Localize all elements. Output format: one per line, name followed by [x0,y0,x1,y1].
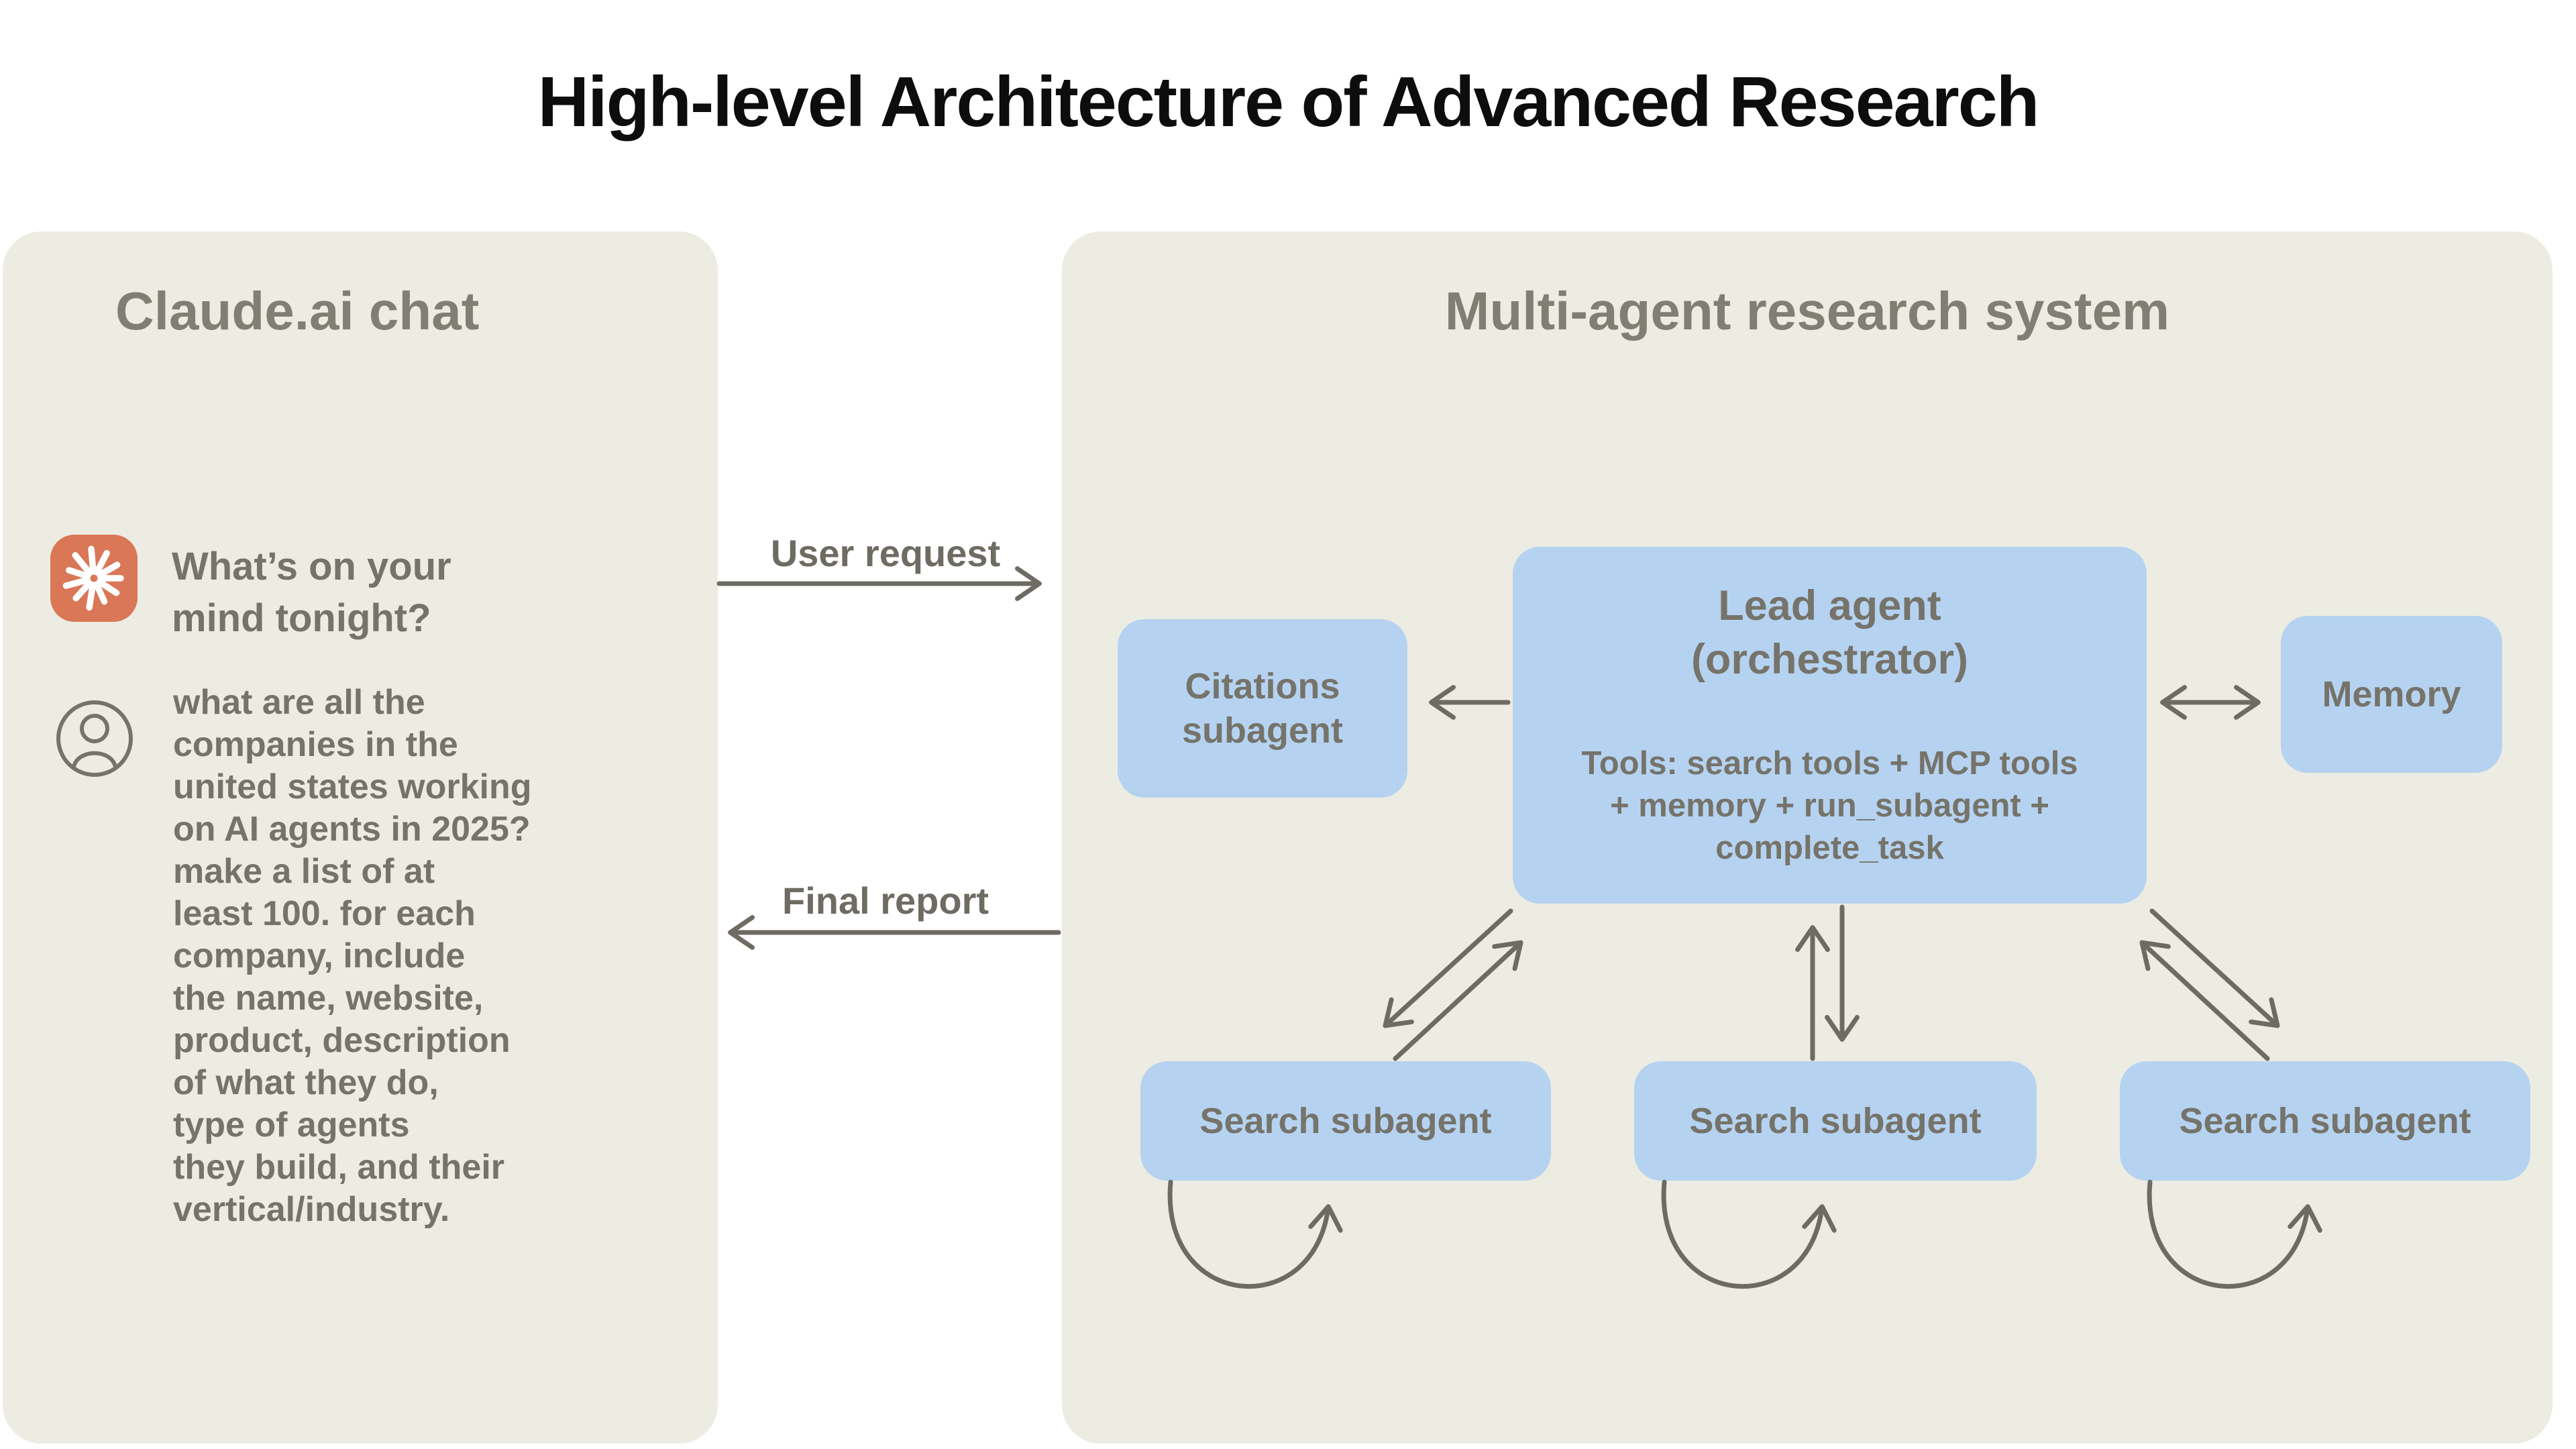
final-report-label: Final report [782,879,989,922]
search-subagent-box-3: Search subagent [2120,1061,2530,1181]
citations-subagent-box: Citations subagent [1118,619,1407,798]
research-system-title: Multi-agent research system [1444,281,2170,341]
search-subagent-box-1: Search subagent [1140,1061,1551,1181]
page-title: High-level Architecture of Advanced Rese… [537,62,2040,142]
user-avatar-icon [56,700,133,777]
search-subagent-box-2: Search subagent [1634,1061,2037,1181]
lead-agent-tools-text: Tools: search tools + MCP tools + memory… [1581,745,2078,866]
claude-chat-panel [3,231,718,1444]
lead-agent-title: Lead agent (orchestrator) [1690,582,1969,683]
user-message-text: what are all the companies in the united… [173,683,532,1229]
lead-agent-box: Lead agent (orchestrator) Tools: search … [1513,547,2147,904]
claude-chat-panel-title: Claude.ai chat [115,281,480,341]
claude-starburst-icon [62,545,124,611]
memory-box: Memory [2281,616,2502,773]
assistant-prompt-text: What’s on your mind tonight? [172,545,451,640]
user-request-label: User request [770,532,1001,574]
claude-logo-icon [50,535,138,622]
